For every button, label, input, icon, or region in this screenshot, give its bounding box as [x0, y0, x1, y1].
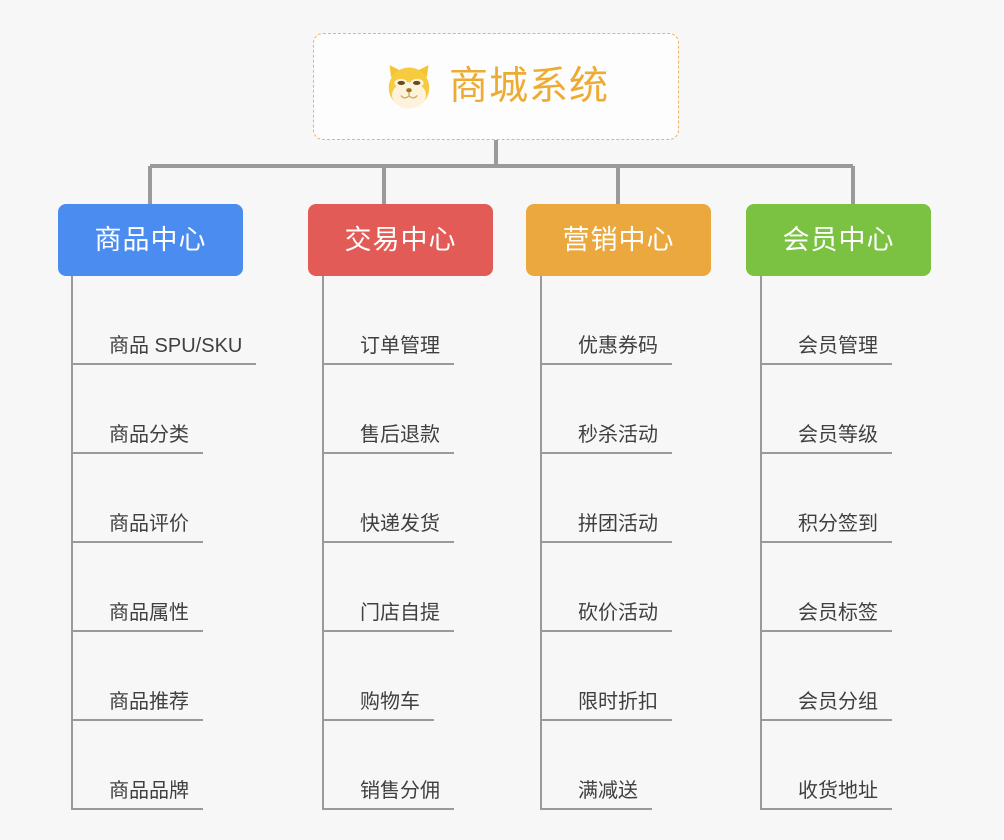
leaf-item[interactable]: 快递发货 [322, 454, 552, 543]
leaf-underline [322, 452, 454, 454]
leaf-label: 收货地址 [798, 780, 878, 802]
leaf-underline [71, 719, 203, 721]
leaf-label: 会员标签 [798, 602, 878, 624]
leaf-item[interactable]: 购物车 [322, 632, 552, 721]
leaf-item[interactable]: 商品评价 [71, 454, 301, 543]
category-label-2: 交易中心 [344, 224, 457, 255]
leaf-label: 限时折扣 [578, 691, 658, 713]
leaf-label: 砍价活动 [578, 602, 658, 624]
leaf-label: 商品属性 [109, 602, 189, 624]
root-node[interactable]: 商城系统 [313, 33, 679, 140]
leaf-item[interactable]: 收货地址 [760, 721, 990, 810]
leaf-underline [71, 541, 203, 543]
root-title: 商城系统 [448, 65, 609, 108]
leaf-item[interactable]: 砍价活动 [540, 543, 770, 632]
leaf-column-1: 商品 SPU/SKU 商品分类 商品评价 商品属性 商品推荐 商品品牌 [71, 276, 301, 810]
leaf-item[interactable]: 拼团活动 [540, 454, 770, 543]
leaf-underline [540, 452, 672, 454]
leaf-underline [540, 363, 672, 365]
leaf-item[interactable]: 商品 SPU/SKU [71, 276, 301, 365]
leaf-underline [71, 808, 203, 810]
leaf-item[interactable]: 满减送 [540, 721, 770, 810]
leaf-item[interactable]: 商品属性 [71, 543, 301, 632]
leaf-item[interactable]: 商品品牌 [71, 721, 301, 810]
leaf-underline [760, 541, 892, 543]
leaf-item[interactable]: 限时折扣 [540, 632, 770, 721]
leaf-item[interactable]: 会员等级 [760, 365, 990, 454]
leaf-label: 商品品牌 [109, 780, 189, 802]
leaf-item[interactable]: 会员标签 [760, 543, 990, 632]
leaf-underline [322, 808, 454, 810]
category-label-3: 营销中心 [562, 224, 675, 255]
leaf-item[interactable]: 商品推荐 [71, 632, 301, 721]
leaf-item[interactable]: 优惠券码 [540, 276, 770, 365]
category-box-2[interactable]: 交易中心 [308, 204, 493, 276]
leaf-label: 会员等级 [798, 424, 878, 446]
leaf-trunk-4 [760, 276, 762, 810]
leaf-underline [540, 808, 652, 810]
leaf-column-4: 会员管理 会员等级 积分签到 会员标签 会员分组 收货地址 [760, 276, 990, 810]
leaf-label: 快递发货 [360, 513, 440, 535]
leaf-label: 积分签到 [798, 513, 878, 535]
leaf-trunk-3 [540, 276, 542, 810]
leaf-label: 拼团活动 [578, 513, 658, 535]
leaf-item[interactable]: 积分签到 [760, 454, 990, 543]
leaf-label: 会员分组 [798, 691, 878, 713]
shiba-dog-face-icon [388, 64, 430, 108]
leaf-item[interactable]: 订单管理 [322, 276, 552, 365]
leaf-label: 销售分佣 [360, 780, 440, 802]
leaf-item[interactable]: 秒杀活动 [540, 365, 770, 454]
leaf-item[interactable]: 销售分佣 [322, 721, 552, 810]
leaf-label: 商品分类 [109, 424, 189, 446]
leaf-underline [71, 452, 203, 454]
leaf-label: 商品评价 [109, 513, 189, 535]
category-box-1[interactable]: 商品中心 [58, 204, 243, 276]
leaf-underline [322, 719, 434, 721]
category-label-1: 商品中心 [94, 224, 207, 255]
category-box-3[interactable]: 营销中心 [526, 204, 711, 276]
leaf-label: 秒杀活动 [578, 424, 658, 446]
leaf-label: 商品推荐 [109, 691, 189, 713]
leaf-underline [760, 719, 892, 721]
leaf-label: 满减送 [578, 780, 638, 802]
leaf-underline [760, 630, 892, 632]
leaf-underline [760, 452, 892, 454]
leaf-underline [322, 541, 454, 543]
leaf-item[interactable]: 会员管理 [760, 276, 990, 365]
leaf-label: 会员管理 [798, 335, 878, 357]
leaf-column-3: 优惠券码 秒杀活动 拼团活动 砍价活动 限时折扣 满减送 [540, 276, 770, 810]
leaf-label: 订单管理 [360, 335, 440, 357]
leaf-underline [322, 630, 454, 632]
leaf-underline [760, 363, 892, 365]
leaf-label: 门店自提 [360, 602, 440, 624]
leaf-item[interactable]: 商品分类 [71, 365, 301, 454]
category-box-4[interactable]: 会员中心 [746, 204, 931, 276]
leaf-label: 优惠券码 [578, 335, 658, 357]
leaf-underline [540, 719, 672, 721]
category-label-4: 会员中心 [782, 224, 895, 255]
leaf-label: 售后退款 [360, 424, 440, 446]
leaf-item[interactable]: 会员分组 [760, 632, 990, 721]
leaf-underline [760, 808, 892, 810]
leaf-trunk-2 [322, 276, 324, 810]
leaf-label: 商品 SPU/SKU [109, 335, 243, 357]
leaf-underline [540, 630, 672, 632]
leaf-underline [71, 363, 256, 365]
leaf-underline [71, 630, 203, 632]
leaf-underline [322, 363, 454, 365]
leaf-column-2: 订单管理 售后退款 快递发货 门店自提 购物车 销售分佣 [322, 276, 552, 810]
leaf-trunk-1 [71, 276, 73, 810]
leaf-label: 购物车 [360, 691, 420, 713]
leaf-underline [540, 541, 672, 543]
leaf-item[interactable]: 门店自提 [322, 543, 552, 632]
leaf-item[interactable]: 售后退款 [322, 365, 552, 454]
